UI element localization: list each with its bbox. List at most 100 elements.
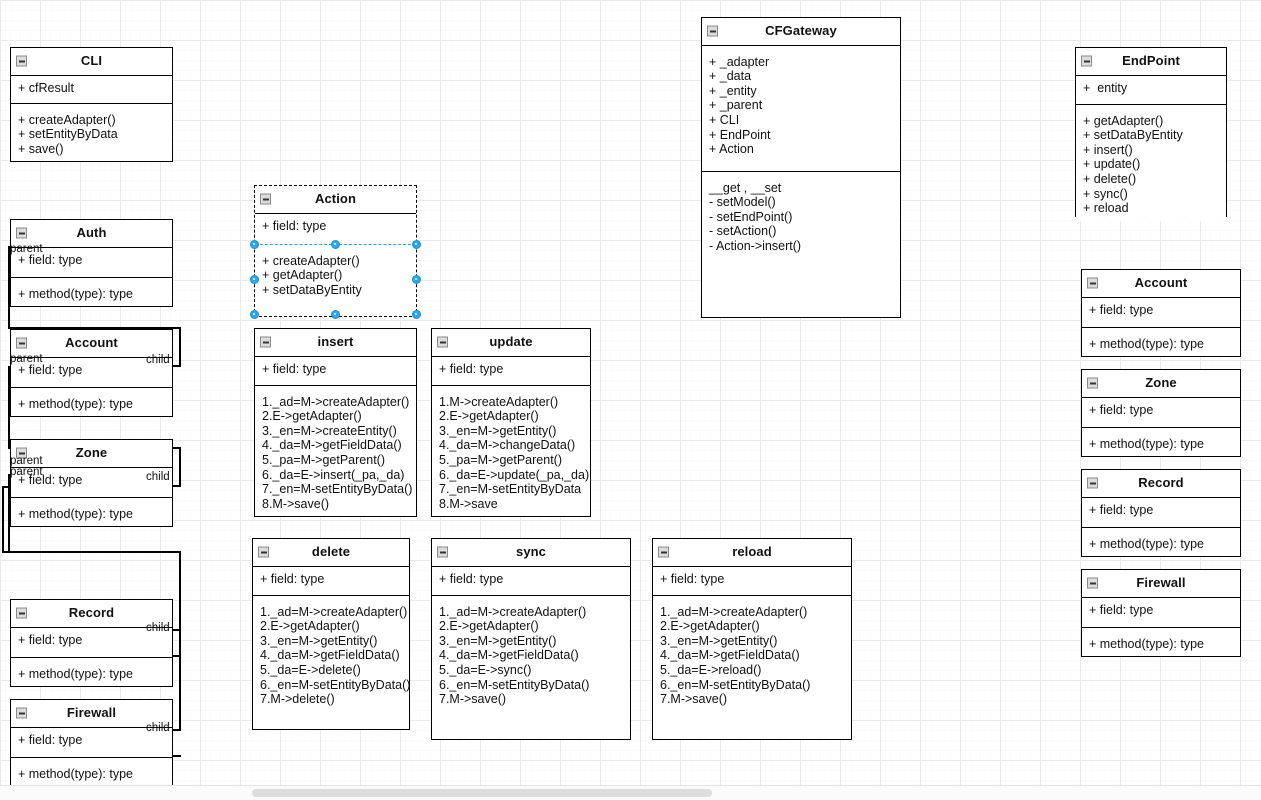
resize-handle-top-right[interactable]	[412, 240, 421, 249]
connector-zone-left2-v	[2, 486, 4, 552]
collapse-minus-icon[interactable]	[437, 336, 448, 348]
method-row: 5._da=E->delete()	[260, 662, 361, 677]
collapse-minus-icon[interactable]	[258, 546, 269, 558]
attribute-row: + field: type	[660, 571, 725, 586]
method-row: + getAdapter()	[1083, 113, 1164, 128]
class-header-action: Action	[255, 186, 416, 214]
class-box-firewall-left[interactable]: Firewall + field: type + method(type): t…	[10, 699, 173, 787]
attribute-row: + field: type	[1089, 602, 1154, 617]
class-box-auth[interactable]: Auth + field: type + method(type): type	[10, 219, 173, 307]
method-row: + setEntityByData	[18, 127, 118, 142]
class-title-account-right: Account	[1134, 275, 1188, 290]
connector-auth-to-account-v	[179, 327, 181, 365]
class-box-record-left[interactable]: Record + field: type + method(type): typ…	[10, 599, 173, 687]
method-row: 4._da=M->getFieldData()	[439, 648, 579, 663]
class-box-account-right[interactable]: Account + field: type + method(type): ty…	[1081, 269, 1241, 357]
method-row: 4._da=M->getFieldData()	[262, 438, 402, 453]
attribute-row: + Action	[709, 142, 754, 157]
collapse-minus-icon[interactable]	[16, 707, 27, 719]
class-box-insert[interactable]: insert + field: type 1._ad=M->createAdap…	[254, 328, 417, 517]
collapse-minus-icon[interactable]	[1087, 377, 1098, 389]
class-box-action[interactable]: Action + field: type + createAdapter() +…	[254, 185, 417, 317]
class-box-firewall-right[interactable]: Firewall + field: type + method(type): t…	[1081, 569, 1241, 657]
class-attributes-account-right: + field: type	[1082, 297, 1240, 327]
method-row: 3._en=M->getEntity()	[260, 633, 378, 648]
class-box-zone-right[interactable]: Zone + field: type + method(type): type	[1081, 369, 1241, 457]
method-row: - setEndPoint()	[709, 209, 793, 224]
collapse-minus-icon[interactable]	[260, 193, 271, 205]
class-attributes-reload: + field: type	[653, 566, 851, 595]
resize-handle-bottom-right[interactable]	[412, 310, 421, 319]
class-header-update: update	[432, 329, 590, 357]
class-header-firewall-left: Firewall	[11, 700, 172, 728]
class-attributes-delete: + field: type	[253, 566, 409, 595]
class-methods-action: + createAdapter() + getAdapter() + setDa…	[255, 243, 416, 303]
class-title-firewall-right: Firewall	[1136, 575, 1186, 590]
collapse-minus-icon[interactable]	[260, 336, 271, 348]
resize-handle-top-center[interactable]	[331, 240, 340, 249]
horizontal-scrollbar-thumb[interactable]	[252, 789, 712, 797]
resize-handle-bottom-center[interactable]	[331, 310, 340, 319]
method-row: + method(type): type	[18, 286, 133, 301]
method-row: 1._ad=M->createAdapter()	[660, 604, 808, 619]
class-header-zone-right: Zone	[1082, 370, 1240, 398]
collapse-minus-icon[interactable]	[16, 227, 27, 239]
method-row: 6._en=M-setEntityByData()	[260, 677, 411, 692]
attribute-row: + EndPoint	[709, 127, 771, 142]
method-row: 7._en=M-setEntityByData()	[262, 482, 413, 497]
resize-handle-top-left[interactable]	[250, 240, 259, 249]
method-row: 3._en=M->createEntity()	[262, 423, 397, 438]
attribute-row: + field: type	[262, 218, 327, 233]
collapse-minus-icon[interactable]	[1087, 277, 1098, 289]
resize-handle-bottom-left[interactable]	[250, 310, 259, 319]
class-box-account-left[interactable]: Account + field: type + method(type): ty…	[10, 329, 173, 417]
method-row: + update()	[1083, 157, 1141, 172]
method-row: __get , __set	[709, 180, 782, 195]
collapse-minus-icon[interactable]	[1087, 477, 1098, 489]
attribute-row: + field: type	[18, 252, 83, 267]
method-row: 2.E->getAdapter()	[660, 619, 760, 634]
method-row: + method(type): type	[18, 506, 133, 521]
class-attributes-firewall-left: + field: type	[11, 727, 172, 757]
class-title-cli: CLI	[80, 53, 103, 68]
collapse-minus-icon[interactable]	[707, 25, 718, 37]
collapse-minus-icon[interactable]	[16, 607, 27, 619]
collapse-minus-icon[interactable]	[1087, 577, 1098, 589]
class-methods-firewall-left: + method(type): type	[11, 756, 172, 787]
class-box-cli[interactable]: CLI + cfResult + createAdapter() + setEn…	[10, 47, 173, 162]
collapse-minus-icon[interactable]	[16, 55, 27, 67]
class-title-zone-right: Zone	[1145, 375, 1177, 390]
resize-handle-middle-right[interactable]	[412, 275, 421, 284]
class-box-zone-left[interactable]: Zone + field: type + method(type): type	[10, 439, 173, 527]
collapse-minus-icon[interactable]	[16, 447, 27, 459]
collapse-minus-icon[interactable]	[658, 546, 669, 558]
class-box-update[interactable]: update + field: type 1.M->createAdapter(…	[431, 328, 591, 517]
class-header-auth: Auth	[11, 220, 172, 248]
collapse-minus-icon[interactable]	[437, 546, 448, 558]
method-row: + method(type): type	[18, 766, 133, 781]
resize-handle-middle-left[interactable]	[250, 275, 259, 284]
class-header-sync: sync	[432, 539, 630, 567]
collapse-minus-icon[interactable]	[16, 337, 27, 349]
class-title-auth: Auth	[76, 225, 107, 240]
class-methods-reload: 1._ad=M->createAdapter() 2.E->getAdapter…	[653, 594, 851, 712]
method-row: 1._ad=M->createAdapter()	[260, 604, 408, 619]
class-box-sync[interactable]: sync + field: type 1._ad=M->createAdapte…	[431, 538, 631, 740]
attribute-row: + field: type	[1089, 502, 1154, 517]
method-row: + getAdapter()	[262, 268, 343, 283]
horizontal-scrollbar-track[interactable]	[0, 785, 1261, 800]
method-row: + method(type): type	[18, 396, 133, 411]
class-box-reload[interactable]: reload + field: type 1._ad=M->createAdap…	[652, 538, 852, 740]
edge-label-record-child: child	[146, 622, 170, 634]
method-row: + setDataByEntity	[262, 282, 362, 297]
collapse-minus-icon[interactable]	[1081, 55, 1092, 67]
attribute-row: + _data	[709, 69, 752, 84]
class-title-sync: sync	[515, 544, 547, 559]
class-box-record-right[interactable]: Record + field: type + method(type): typ…	[1081, 469, 1241, 557]
class-box-cfgateway[interactable]: CFGateway + _adapter + _data + _entity +…	[701, 17, 901, 318]
class-box-delete[interactable]: delete + field: type 1._ad=M->createAdap…	[252, 538, 410, 730]
class-box-endpoint[interactable]: EndPoint + entity + getAdapter() + setDa…	[1075, 47, 1227, 221]
method-row: 2.E->getAdapter()	[439, 409, 539, 424]
method-row: 7.M->save()	[439, 692, 507, 707]
